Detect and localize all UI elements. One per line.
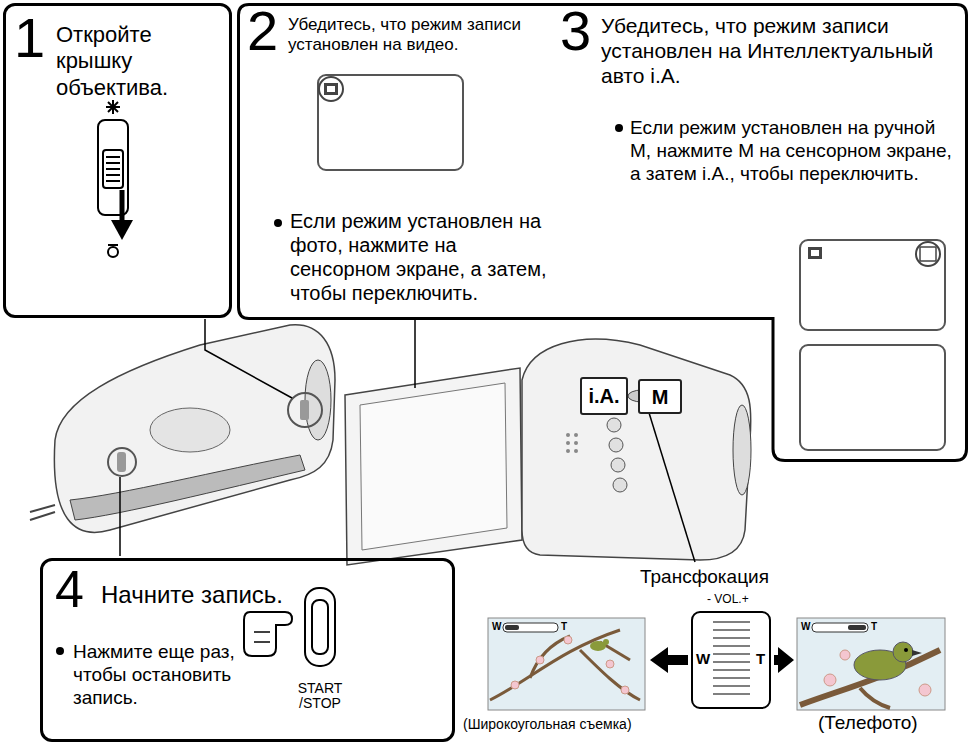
note: Нажмите еще раз, чтобы остановить запись… bbox=[73, 641, 241, 709]
step-title: Откройте крышку объектива. bbox=[56, 22, 228, 101]
step-box: 2Убедитесь, что режим записи установлен … bbox=[237, 3, 968, 462]
zoom-mark: T bbox=[871, 621, 877, 633]
step-title: Убедитесь, что режим записи установлен н… bbox=[288, 15, 556, 56]
camcorder bbox=[345, 339, 751, 565]
note: Если режим установлен на ручной M, нажми… bbox=[630, 117, 960, 185]
zoom-lever bbox=[650, 612, 794, 708]
zoom-mark: T bbox=[756, 650, 765, 668]
caption: (Телефото) bbox=[818, 712, 918, 735]
step-title: Начните запись. bbox=[101, 581, 351, 610]
step-box: 4 Начните запись. Нажмите еще раз, чтобы о… bbox=[40, 558, 455, 742]
note: Если режим установлен на фото, нажмите н… bbox=[290, 209, 562, 305]
step-number: 1 bbox=[14, 10, 45, 66]
button-text: i.A. bbox=[588, 384, 619, 408]
zoom-mark: W bbox=[801, 621, 810, 633]
step-outline bbox=[239, 5, 967, 461]
tele-photo bbox=[797, 618, 945, 710]
button-label: START /STOP bbox=[290, 681, 350, 712]
camcorder bbox=[30, 325, 335, 533]
touch-button: i.A. bbox=[580, 377, 628, 415]
screen bbox=[800, 240, 945, 450]
part-label: - VOL.+ bbox=[707, 592, 749, 606]
caption: (Широкоугольная съемка) bbox=[463, 716, 632, 733]
step-number: 3 bbox=[560, 3, 591, 59]
touch-button: M bbox=[638, 379, 682, 414]
leader-line bbox=[120, 319, 695, 562]
step-number: 2 bbox=[247, 3, 278, 59]
step-title: Убедитесь, что режим записи установлен н… bbox=[601, 13, 961, 89]
zoom-mark: W bbox=[696, 650, 710, 668]
step-number: 4 bbox=[55, 563, 84, 615]
screen bbox=[318, 75, 463, 170]
part-label: Трансфокация bbox=[640, 566, 769, 589]
zoom-mark: T bbox=[561, 621, 567, 633]
wide-photo bbox=[488, 618, 645, 710]
button-text: M bbox=[652, 385, 669, 409]
step-box: 1Откройте крышку объектива. bbox=[3, 3, 232, 318]
zoom-mark: W bbox=[492, 621, 501, 633]
